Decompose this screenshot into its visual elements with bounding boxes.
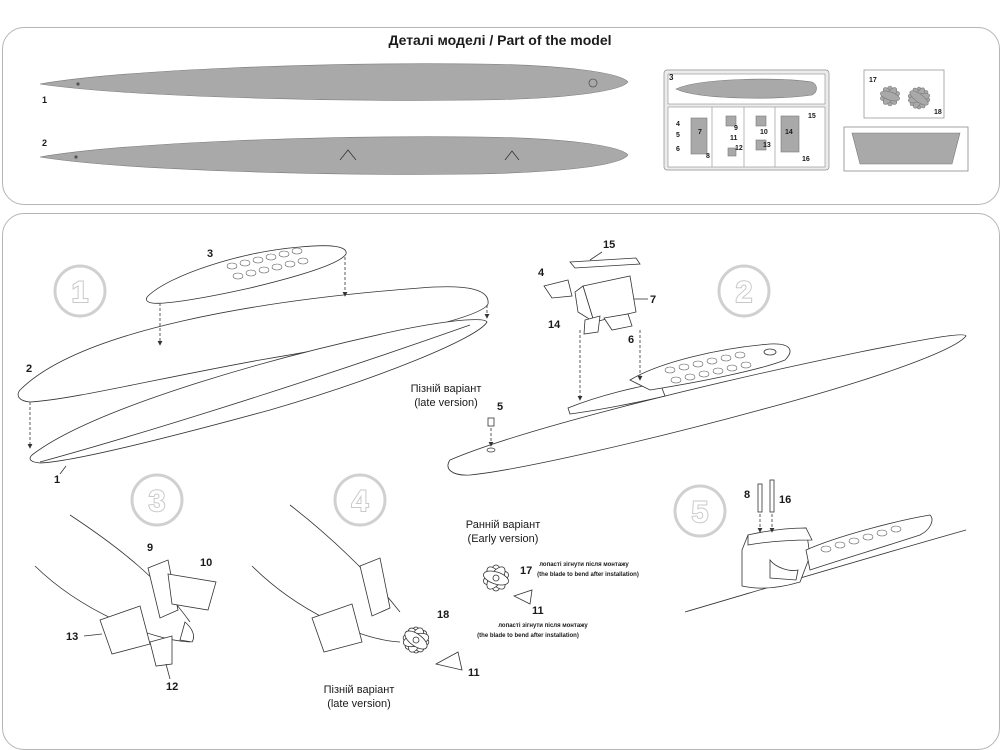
propeller-17-icon bbox=[880, 85, 900, 107]
callout-label: 7 bbox=[650, 294, 656, 306]
callout-label: лопасті зігнути після монтажу bbox=[498, 623, 588, 629]
sprue-label-11: 11 bbox=[730, 135, 738, 142]
sprue-label-4: 4 bbox=[676, 121, 680, 128]
callout-label: Пізній варіант bbox=[324, 684, 395, 696]
callout-label: 11 bbox=[532, 605, 544, 617]
callout-label: 6 bbox=[628, 334, 634, 346]
sprue-label-10: 10 bbox=[760, 129, 768, 136]
photo-etch-fret: 17 18 bbox=[863, 69, 945, 119]
callout-label: (late version) bbox=[414, 397, 478, 409]
display-base bbox=[843, 126, 969, 172]
callout-label: Ранній варіант bbox=[466, 519, 541, 531]
callout-label: 3 bbox=[149, 485, 166, 518]
callout-label: 1 bbox=[54, 474, 60, 486]
callout-label: 3 bbox=[207, 248, 213, 260]
pe-label-18: 18 bbox=[934, 109, 942, 116]
callout-label: 14 bbox=[548, 319, 561, 331]
sprue-label-9: 9 bbox=[734, 125, 738, 132]
callout-label: 2 bbox=[736, 276, 753, 309]
callout-label: 2 bbox=[26, 363, 32, 375]
callout-label: 17 bbox=[520, 565, 532, 577]
sprue-label-13: 13 bbox=[763, 142, 771, 149]
sprue-label-7: 7 bbox=[698, 129, 702, 136]
callout-label: 16 bbox=[779, 494, 791, 506]
page-title: Деталі моделі / Part of the model bbox=[388, 32, 612, 48]
callout-label: 13 bbox=[66, 631, 78, 643]
step-1-drawing: 3 2 1 bbox=[17, 245, 490, 486]
hull-part-2: 2 bbox=[39, 136, 629, 175]
sprue-label-12: 12 bbox=[735, 145, 743, 152]
hull-1-label: 1 bbox=[42, 95, 47, 105]
callout-label: 15 bbox=[603, 239, 615, 251]
step-2-drawing: 15 4 7 14 6 Пізній варіант (late version… bbox=[411, 239, 967, 476]
callout-label: Пізній варіант bbox=[411, 383, 482, 395]
callout-label: 5 bbox=[497, 401, 503, 413]
propeller-18-icon bbox=[907, 86, 931, 110]
callout-label: 9 bbox=[147, 542, 153, 554]
callout-label: 8 bbox=[744, 489, 750, 501]
sprue-frame: 3 4 5 6 7 8 9 10 11 12 13 14 15 16 bbox=[663, 69, 830, 171]
parts-panel bbox=[2, 27, 1000, 205]
sprue-label-8: 8 bbox=[706, 153, 710, 160]
sprue-label-16: 16 bbox=[802, 156, 810, 163]
propeller-17-assembly-icon bbox=[483, 564, 509, 592]
step-5-drawing: 8 16 bbox=[684, 479, 967, 613]
early-version-detail: Ранній варіант (Early version) 17 11 лоп… bbox=[466, 519, 639, 617]
sprue-label-14: 14 bbox=[785, 129, 793, 136]
callout-label: 18 bbox=[437, 609, 449, 621]
hull-part-1: 1 bbox=[39, 63, 629, 105]
callout-label: (the blade to bend after installation) bbox=[477, 633, 579, 639]
sprue-label-5: 5 bbox=[676, 132, 680, 139]
callout-label: 12 bbox=[166, 681, 178, 693]
step-1-marker: 1 bbox=[53, 264, 107, 318]
hull-2-label: 2 bbox=[42, 138, 47, 148]
step-4-marker: 4 bbox=[333, 473, 387, 527]
step-5-marker: 5 bbox=[673, 484, 727, 538]
callout-label: 11 bbox=[468, 667, 480, 679]
callout-label: (late version) bbox=[327, 698, 391, 710]
step-2-marker: 2 bbox=[717, 264, 771, 318]
sprue-label-15: 15 bbox=[808, 113, 816, 120]
callout-label: (the blade to bend after installation) bbox=[537, 572, 639, 578]
step-3-drawing: 9 10 13 12 bbox=[34, 514, 217, 693]
callout-label: 10 bbox=[200, 557, 212, 569]
callout-label: лопасті зігнути після монтажу bbox=[539, 562, 629, 568]
pe-label-17: 17 bbox=[869, 77, 877, 84]
callout-label: 5 bbox=[692, 496, 709, 529]
step-3-marker: 3 bbox=[130, 473, 184, 527]
step-4-drawing: 18 11 Пізній варіант (late version) лопа… bbox=[251, 504, 588, 710]
callout-label: (Early version) bbox=[468, 533, 539, 545]
sprue-label-3: 3 bbox=[669, 73, 674, 82]
callout-label: 4 bbox=[538, 267, 545, 279]
callout-label: 1 bbox=[72, 276, 89, 309]
callout-label: 4 bbox=[352, 485, 369, 518]
sprue-label-6: 6 bbox=[676, 146, 680, 153]
propeller-18-assembly-icon bbox=[402, 626, 430, 654]
